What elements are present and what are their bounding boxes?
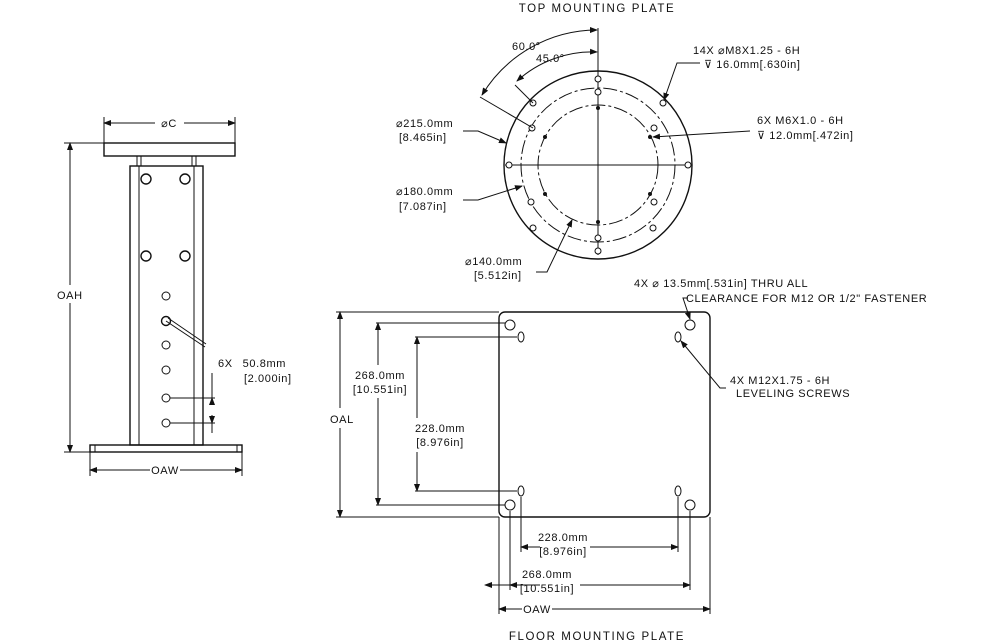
h228-in: [8.976in] <box>539 546 587 558</box>
stud <box>191 155 197 167</box>
pin-holes <box>160 291 172 428</box>
v228-in: [8.976in] <box>416 437 464 449</box>
thru-holes <box>504 319 696 511</box>
m8-callout: 14X ⌀M8X1.25 - 6H <box>693 45 800 57</box>
thru-hole-callout: 4X ⌀ 13.5mm[.531in] THRU ALL <box>634 278 808 290</box>
leveling-callout: 4X M12X1.75 - 6H <box>730 375 830 387</box>
v228-mm: 228.0mm <box>415 423 465 435</box>
m6-depth: ⊽ 12.0mm[.472in] <box>757 130 854 142</box>
leveling-note: LEVELING SCREWS <box>736 388 850 400</box>
m6-holes <box>543 106 652 224</box>
top-plate-title: TOP MOUNTING PLATE <box>519 3 676 15</box>
dim-oaw-side: OAW <box>151 465 179 477</box>
dim-oal: OAL <box>330 414 354 426</box>
dia-140-mm: ⌀140.0mm <box>465 256 522 268</box>
dia-140-in: [5.512in] <box>474 270 522 282</box>
clearance-note: CLEARANCE FOR M12 OR 1/2" FASTENER <box>686 293 927 305</box>
pin-spacing-in: [2.000in] <box>244 373 292 385</box>
m8-depth: ⊽ 16.0mm[.630in] <box>704 59 801 71</box>
angle-60: 60.0° <box>512 41 541 53</box>
dia-215-in: [8.465in] <box>399 132 447 144</box>
top-plate-side <box>103 142 236 157</box>
floor-mounting-plate: OAL 268.0mm [10.551in] 228.0mm [8.976in]… <box>330 278 927 643</box>
top-mounting-plate: TOP MOUNTING PLATE 60.0° 45.0° 14X ⌀M8 <box>396 3 854 282</box>
column <box>129 165 204 446</box>
h268-in: [10.551in] <box>520 583 574 595</box>
v268-mm: 268.0mm <box>355 370 405 382</box>
bolt-holes <box>140 173 191 262</box>
angle-45: 45.0° <box>536 53 565 65</box>
v268-in: [10.551in] <box>353 384 407 396</box>
h268-mm: 268.0mm <box>522 569 572 581</box>
dim-oaw-floor: OAW <box>523 604 551 616</box>
dim-oah: OAH <box>57 290 83 302</box>
dia-180-in: [7.087in] <box>399 201 447 213</box>
dia-180-mm: ⌀180.0mm <box>396 186 453 198</box>
dim-dia-c: ⌀C <box>161 118 177 130</box>
leveling-screw-holes <box>517 331 682 497</box>
stud <box>136 155 142 167</box>
m6-callout: 6X M6X1.0 - 6H <box>757 115 844 127</box>
dia-215-mm: ⌀215.0mm <box>396 118 453 130</box>
floor-plate-outline <box>498 311 711 518</box>
base-plate-side <box>89 444 243 453</box>
h228-mm: 228.0mm <box>538 532 588 544</box>
pin-icon <box>165 317 207 348</box>
floor-plate-title: FLOOR MOUNTING PLATE <box>509 631 685 643</box>
